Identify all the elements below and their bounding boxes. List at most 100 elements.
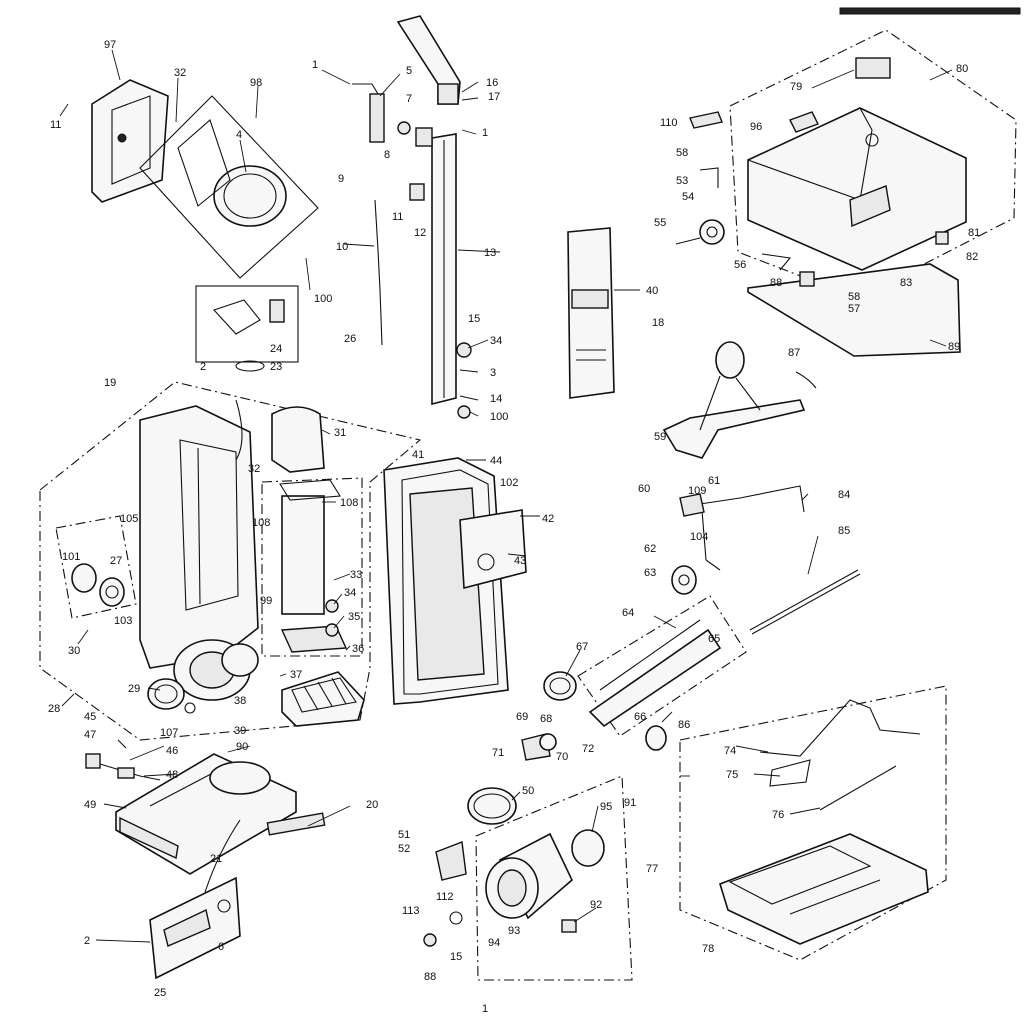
bottom-plate (719, 699, 929, 945)
label-37: 37 (290, 669, 302, 681)
label-33: 33 (350, 569, 362, 581)
label-95: 95 (600, 801, 612, 813)
label-21: 21 (210, 853, 222, 865)
label-61: 61 (708, 475, 720, 487)
switch-plate (195, 285, 299, 372)
dust-bag (567, 227, 615, 399)
label-109: 109 (688, 485, 706, 497)
label-34b: 34 (344, 587, 356, 599)
label-57: 57 (848, 303, 860, 315)
nozzle (115, 753, 326, 875)
label-51: 51 (398, 829, 410, 841)
label-66: 66 (634, 711, 646, 723)
label-113: 113 (402, 905, 420, 917)
label-19: 19 (104, 377, 116, 389)
label-96: 96 (750, 121, 762, 133)
label-11: 11 (50, 119, 61, 131)
panel-30 (55, 515, 137, 619)
label-6: 6 (218, 941, 224, 953)
label-1b: 1 (482, 127, 488, 139)
label-84: 84 (838, 489, 850, 501)
label-94: 94 (488, 937, 500, 949)
label-36: 36 (352, 643, 364, 655)
label-107: 107 (160, 727, 178, 739)
label-1: 1 (312, 59, 318, 71)
label-82: 82 (966, 251, 978, 263)
label-100b: 100 (490, 411, 508, 423)
label-70: 70 (556, 751, 568, 763)
label-32: 32 (174, 67, 186, 79)
label-35: 35 (348, 611, 360, 623)
label-9: 9 (338, 173, 344, 185)
label-93: 93 (508, 925, 520, 937)
label-68: 68 (540, 713, 552, 725)
motor-enclosure (475, 775, 633, 981)
ring-29 (147, 678, 196, 714)
label-53: 53 (676, 175, 688, 187)
label-11b: 11 (392, 211, 403, 223)
wheel-bracket (662, 341, 817, 459)
leader-lines (59, 49, 953, 943)
label-83: 83 (900, 277, 912, 289)
label-71: 71 (492, 747, 504, 759)
label-18: 18 (652, 317, 664, 329)
label-97: 97 (104, 39, 116, 51)
label-69: 69 (516, 711, 528, 723)
label-108: 108 (340, 497, 358, 509)
label-90: 90 (236, 741, 248, 753)
label-104: 104 (690, 531, 708, 543)
label-58b: 58 (848, 291, 860, 303)
label-15b: 15 (450, 951, 462, 963)
label-47: 47 (84, 729, 96, 741)
label-101: 101 (62, 551, 80, 563)
label-2b: 2 (84, 935, 90, 947)
label-38: 38 (234, 695, 246, 707)
rod-85 (749, 569, 859, 631)
label-98: 98 (250, 77, 262, 89)
switch-box (149, 876, 241, 980)
label-10: 10 (336, 241, 348, 253)
label-59: 59 (654, 431, 666, 443)
cord-parts (352, 83, 472, 419)
bag-door (383, 457, 527, 705)
cord-hook-housing (91, 79, 169, 203)
label-77: 77 (646, 863, 658, 875)
label-12: 12 (414, 227, 426, 239)
filter-chamber (261, 406, 363, 657)
label-41: 41 (412, 449, 424, 461)
label-52: 52 (398, 843, 410, 855)
label-26: 26 (344, 333, 356, 345)
label-88b: 88 (424, 971, 436, 983)
label-88: 88 (770, 277, 782, 289)
label-1c: 1 (482, 1003, 488, 1015)
label-58: 58 (676, 147, 688, 159)
label-74: 74 (724, 745, 736, 757)
label-15: 15 (468, 313, 480, 325)
label-16: 16 (486, 77, 498, 89)
part-labels: 97 32 98 11 4 100 1 5 16 17 1 7 8 9 11 1… (48, 39, 980, 1015)
label-64: 64 (622, 607, 634, 619)
label-24: 24 (270, 343, 282, 355)
label-67: 67 (576, 641, 588, 653)
label-17: 17 (488, 91, 500, 103)
label-92: 92 (590, 899, 602, 911)
label-31: 31 (334, 427, 346, 439)
label-86: 86 (678, 719, 690, 731)
label-89: 89 (948, 341, 960, 353)
handle-assembly (396, 15, 461, 406)
label-32b: 32 (248, 463, 260, 475)
label-103: 103 (114, 615, 132, 627)
label-45: 45 (84, 711, 96, 723)
label-54: 54 (682, 191, 694, 203)
label-65: 65 (708, 633, 720, 645)
cord-reel-box (139, 95, 319, 279)
label-49: 49 (84, 799, 96, 811)
label-13: 13 (484, 247, 496, 259)
label-75: 75 (726, 769, 738, 781)
label-108b: 108 (252, 517, 270, 529)
label-48: 48 (166, 769, 178, 781)
filter-box (281, 671, 365, 727)
label-76: 76 (772, 809, 784, 821)
label-85: 85 (838, 525, 850, 537)
